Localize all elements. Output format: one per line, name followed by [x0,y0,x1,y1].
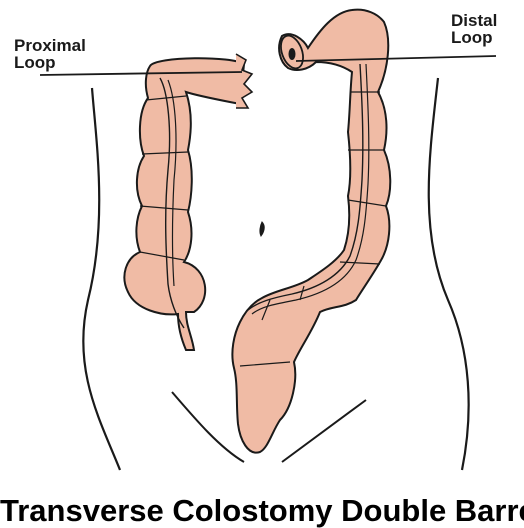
proximal-label-line-2: Loop [14,53,56,72]
proximal-colon-segment [123,57,246,351]
proximal-haustra [139,95,189,261]
distal-label-line-1: Distal [451,11,498,30]
body-outline-right [427,77,470,471]
distal-inner-channel [247,63,364,311]
proximal-inner-channel-2 [167,79,177,287]
navel [259,221,265,237]
groin-line-left [171,391,245,463]
distal-haustra [239,91,387,367]
distal-stoma-lumen [288,48,296,60]
groin-line-right [281,399,367,463]
proximal-label-line-1: Proximal [14,36,86,55]
distal-inner-channel-2 [251,63,370,315]
proximal-inner-channel [159,77,185,329]
distal-leader-line [295,55,497,62]
proximal-stoma-edge [235,53,254,109]
proximal-leader-line [39,71,243,76]
distal-loop-label: Distal Loop [451,12,497,46]
diagram-caption: Transverse Colostomy Double Barrel [0,494,524,528]
body-outline-left [82,87,122,471]
proximal-loop-label: Proximal Loop [14,37,86,71]
distal-label-line-2: Loop [451,28,493,47]
